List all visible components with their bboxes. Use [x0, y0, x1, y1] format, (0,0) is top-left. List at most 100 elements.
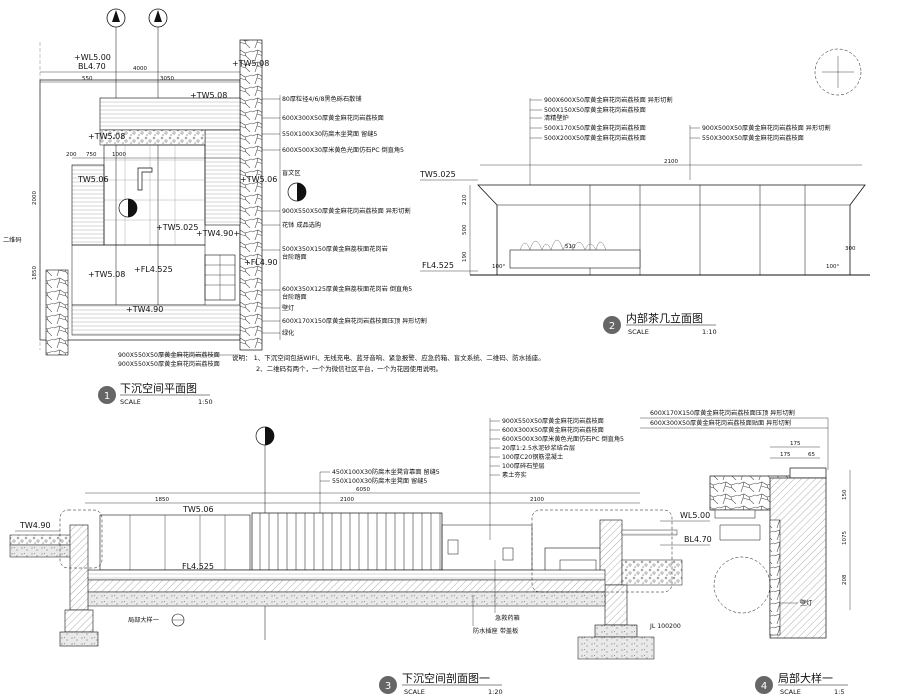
- view-title-4: 4 局部大样一 SCALE 1:5: [755, 671, 848, 696]
- elev-callout: 清精壁炉: [544, 114, 569, 122]
- scale-value: 1:10: [702, 328, 717, 336]
- plan-callout: 花钵 成品选购: [282, 221, 321, 229]
- elev-dim-2100: 2100: [664, 159, 678, 165]
- plan-level: +FL4.525: [134, 265, 173, 274]
- elev-dim: 210: [462, 194, 468, 205]
- section-level: FL4.525: [182, 562, 214, 571]
- plan-level: +FL4.90: [244, 258, 278, 267]
- section-bottom-label: 局部大样一: [128, 616, 159, 624]
- elev-callout: 550X300X50厚黄金麻花岗岩荔枝面: [702, 134, 804, 142]
- view-number: 4: [761, 681, 767, 692]
- plan-callout: 500X350X150厚黄金麻荔枝面花岗岩: [282, 245, 388, 253]
- section-level: BL4.70: [684, 535, 712, 544]
- view-title: 下沉空间平面图: [120, 381, 197, 395]
- view-title: 局部大样一: [778, 671, 833, 685]
- elev-callout: 900X500X50厚黄金麻花岗岩荔枝面 异形切割: [702, 124, 831, 132]
- scale-label: SCALE: [404, 688, 425, 696]
- plan-callout: 550X100X30防腐木坐凳面 留缝5: [282, 130, 377, 138]
- plan-callout: 壁灯: [282, 304, 294, 312]
- plan-dim: 750: [86, 152, 97, 158]
- plan-level: +TW5.08: [88, 132, 125, 141]
- view-number: 1: [104, 391, 110, 402]
- scale-value: 1:50: [198, 398, 213, 406]
- plan-callout: 盲文区: [282, 169, 301, 177]
- detail-callout: 600X170X150厚黄金麻花岗岩荔枝面压顶 异形切割: [650, 409, 795, 417]
- elev-dim: 100°: [826, 264, 839, 270]
- elev-level: TW5.025: [419, 170, 456, 179]
- section-callout: 素土夯实: [502, 471, 527, 479]
- scale-label: SCALE: [628, 328, 649, 336]
- plan-dim: 1000: [112, 152, 126, 158]
- elev-callout: 500X150X50厚黄金麻花岗岩荔枝面: [544, 106, 646, 114]
- detail-dim: 150: [842, 489, 848, 500]
- detail-dim: 65: [808, 452, 815, 458]
- view-title-3: 3 下沉空间剖面图一 SCALE 1:20: [379, 671, 503, 696]
- elev-callout: 500X170X50厚黄金麻花岗岩荔枝面: [544, 124, 646, 132]
- elevation-view: 900X600X50厚黄金麻花岗岩荔枝面 异形切割 500X150X50厚黄金麻…: [419, 48, 870, 276]
- plan-level: TW5.06: [77, 175, 109, 184]
- plan-dim-550: 550: [82, 76, 93, 82]
- plan-callout: 600X170X150厚黄金麻花岗岩荔枝面压顶 异形切割: [282, 317, 427, 325]
- plan-view: 4000 550 3050 200 750 1000 2000 1850 +WL…: [3, 8, 545, 373]
- section-view: 900X550X50厚黄金麻花岗岩荔枝面 600X300X50厚黄金麻花岗岩荔枝…: [9, 417, 712, 660]
- section-callout: 550X100X30防腐木坐凳面 留缝5: [332, 477, 427, 485]
- plan-callout: 绿化: [282, 329, 294, 337]
- detail-view: 600X170X150厚黄金麻花岗岩荔枝面压顶 异形切割 600X300X50厚…: [640, 409, 851, 639]
- view-number: 2: [609, 321, 615, 332]
- detail-dim: 208: [842, 574, 848, 585]
- section-level: WL5.00: [680, 511, 710, 520]
- elev-callout: 500X200X50厚黄金麻花岗岩荔枝面: [544, 134, 646, 142]
- section-dim: 2100: [340, 497, 354, 503]
- detail-callout: 600X300X50厚黄金麻花岗岩荔枝面贴面 异形切割: [650, 419, 791, 427]
- plan-note-line-2: 2、二维码有两个，一个为微信社区平台，一个为花园使用说明。: [256, 364, 442, 373]
- section-dim-total: 6050: [356, 487, 370, 493]
- north-arrow-icon: [106, 8, 126, 320]
- detail-dim: 1075: [842, 531, 848, 545]
- plan-dim: 200: [66, 152, 77, 158]
- plan-level: +TW4.90: [126, 305, 163, 314]
- section-callout: 600X500X30厚米黄色光面仿石PC 倒直角5: [502, 435, 624, 443]
- plan-dim-3050: 3050: [160, 76, 174, 82]
- section-level: TW4.90: [19, 521, 51, 530]
- view-title: 内部茶几立面图: [626, 311, 703, 325]
- plan-level: +TW5.08: [232, 59, 269, 68]
- elev-dim: 100°: [492, 264, 505, 270]
- section-bottom-label: JL 100200: [649, 623, 681, 630]
- plan-callout: 80厚粒径4/6/8黑色砾石散铺: [282, 95, 362, 103]
- scale-value: 1:20: [488, 688, 503, 696]
- scale-label: SCALE: [120, 398, 141, 406]
- plan-level: +TW5.06: [240, 175, 277, 184]
- bench-backrest: [251, 512, 443, 571]
- plan-callout: 900X550X50厚黄金麻花岗岩荔枝面: [118, 351, 220, 359]
- plan-level: +WL5.00: [74, 53, 111, 62]
- elev-dim: 500: [462, 224, 468, 235]
- plan-level: +TW5.08: [190, 91, 227, 100]
- elev-dim: 190: [462, 251, 468, 262]
- plan-level: +TW5.08: [88, 270, 125, 279]
- section-dim: 1850: [155, 497, 169, 503]
- view-title-2: 2 内部茶几立面图 SCALE 1:10: [603, 311, 717, 336]
- plan-dim-2000: 2000: [32, 191, 38, 205]
- scale-label: SCALE: [780, 688, 801, 696]
- elev-dim: 510: [565, 244, 576, 250]
- plan-callout: 600X300X50厚黄金麻花岗岩荔枝面: [282, 114, 384, 122]
- plan-side-label: 二维码: [3, 236, 22, 244]
- plan-level: +TW5.025: [156, 223, 198, 232]
- plan-callout: 台阶踏面: [282, 293, 307, 301]
- section-callout: 100厚碎石垫层: [502, 462, 545, 470]
- plan-level: BL4.70: [78, 62, 106, 71]
- section-dim: 2100: [530, 497, 544, 503]
- plan-callout: 900X550X50厚黄金麻花岗岩荔枝面 异形切割: [282, 207, 411, 215]
- view-number: 3: [385, 681, 391, 692]
- plan-callout: 900X550X50厚黄金麻花岗岩荔枝面: [118, 360, 220, 368]
- scale-value: 1:5: [834, 688, 844, 696]
- plan-callout: 台阶踏面: [282, 253, 307, 261]
- elev-level: FL4.525: [422, 261, 454, 270]
- detail-wall-light-label: 壁灯: [800, 599, 812, 607]
- section-callout: 20厚1:2.5水泥砂浆结合层: [502, 444, 575, 452]
- detail-dim: 175: [780, 452, 791, 458]
- view-title: 下沉空间剖面图一: [402, 671, 490, 685]
- section-level: TW5.06: [182, 505, 214, 514]
- view-title-1: 1 下沉空间平面图 SCALE 1:50: [98, 381, 213, 406]
